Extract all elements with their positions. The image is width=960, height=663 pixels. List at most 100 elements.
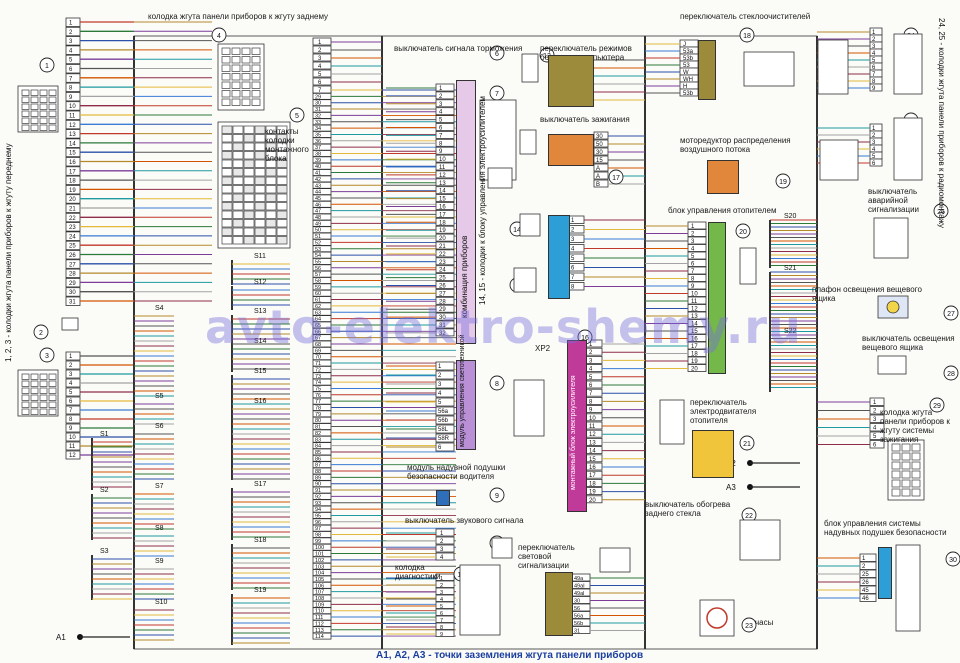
diag-pin-box — [435, 629, 455, 637]
glovebox-switch-face — [877, 355, 907, 375]
connector-2-face — [61, 317, 79, 331]
face-cell — [221, 98, 231, 106]
cluster-pin-number: 6 — [439, 126, 443, 132]
top-mid-pin-box — [312, 37, 332, 46]
mid-pin-number: 111 — [315, 615, 323, 621]
left-pin-number: 23 — [69, 225, 76, 231]
electric-kit-label: монтажный блок электроусилителя — [570, 375, 577, 490]
sig-pin-number: 30 — [574, 599, 580, 605]
mounting-cell — [221, 219, 233, 228]
radio-pin-number: 9 — [872, 86, 876, 92]
air-flow-motor-block — [707, 160, 739, 194]
mid-pin-number: 86 — [315, 456, 321, 462]
mounting-cell — [243, 236, 255, 245]
splice-label: S20 — [784, 213, 797, 220]
ctrl-pin-number: 3 — [571, 237, 575, 243]
diag-pin-number: 6 — [440, 611, 443, 617]
face-cell — [48, 117, 57, 124]
face-cell — [251, 73, 261, 81]
radio-pin-number-2: 1 — [872, 126, 876, 132]
cluster-pin-number: 22 — [439, 252, 446, 258]
mid-pin-number: 49 — [315, 221, 321, 227]
radio-pin-number: 4 — [872, 51, 876, 57]
diag-pin-box — [435, 573, 455, 581]
kit-pin-number: 15 — [589, 457, 596, 463]
mid-pin-number: 87 — [315, 463, 321, 469]
mid-pin-number: 56 — [315, 266, 321, 272]
cluster-pin-number: 3 — [439, 102, 443, 108]
left-pin-number: 1 — [69, 21, 73, 27]
ign-pin-number: A — [596, 174, 600, 180]
diag-pin-box — [435, 580, 455, 588]
horn-pin-number: 1 — [440, 531, 444, 537]
mid-pin-number: 72 — [315, 367, 321, 373]
mid-pin-number: 84 — [315, 444, 321, 450]
connector-number-circle — [33, 324, 49, 340]
air-flow-motor-label: моторедуктор распределения воздушного по… — [680, 136, 791, 154]
kit-pin-number: 4 — [589, 367, 593, 373]
face-cell — [21, 408, 30, 415]
mid-pin-number: 43 — [315, 183, 321, 189]
mid-pin-number: 62 — [315, 304, 321, 310]
face-cell — [30, 408, 39, 415]
light-pin-number: 4 — [438, 391, 442, 397]
mid-pin-number: 92 — [315, 494, 321, 500]
cluster-pin-number: 7 — [439, 133, 443, 139]
heater-motor-switch-block — [692, 430, 734, 478]
hazard-switch-label: выключатель аварийной сигнализации — [868, 187, 920, 214]
mounting-cell — [232, 151, 244, 160]
face-cell — [48, 110, 57, 117]
mounting-cell — [254, 236, 266, 245]
heater-conn-face — [739, 247, 757, 285]
heater-pin-number: 11 — [691, 299, 698, 305]
face-cell — [48, 394, 57, 401]
mounting-cell — [265, 125, 277, 134]
face-cell — [911, 461, 921, 470]
face-cell — [901, 488, 911, 497]
mid-pin-number: 60 — [315, 291, 321, 297]
mid-pin-number: 114 — [315, 634, 324, 640]
mid-pin-number: 107 — [315, 590, 324, 596]
top-mid-pin-box — [312, 45, 332, 54]
cluster-pin-number: 4 — [439, 110, 443, 116]
mounting-cell — [232, 185, 244, 194]
heater-pin-number: 12 — [691, 307, 698, 313]
face-cell — [251, 81, 261, 89]
radio-pin-number-2: 4 — [872, 147, 876, 153]
kit-pin-number: 12 — [589, 432, 596, 438]
heater-pin-number: 6 — [691, 262, 695, 268]
watermark-text: avto-elektro-shemy.ru — [205, 300, 802, 354]
kit-pin-number: 17 — [589, 473, 596, 479]
radio-pin-number-2: 3 — [872, 140, 876, 146]
cluster-pin-number: 31 — [439, 323, 446, 329]
heater-pin-number: 7 — [691, 269, 695, 275]
face-cell — [231, 90, 241, 98]
mid-pin-number: 54 — [315, 253, 321, 259]
splice-label: S3 — [100, 548, 109, 555]
face-cell — [48, 408, 57, 415]
face-cell — [30, 96, 39, 103]
controller-conn-2-face — [513, 267, 537, 293]
heater-pin-number: 16 — [691, 337, 698, 343]
airbag-control-label: блок управления системы надувных подушек… — [824, 519, 947, 537]
face-cell — [21, 124, 30, 131]
radio-conn-face — [819, 139, 859, 181]
mounting-cell — [232, 168, 244, 177]
left-pin-number: 7 — [69, 76, 73, 82]
xp2-face — [513, 379, 545, 437]
mid-pin-number: 90 — [315, 482, 321, 488]
mid-pin-number: 71 — [315, 361, 321, 367]
left-pin-number: 30 — [69, 290, 76, 296]
light-pin-number: 58R — [438, 436, 450, 442]
ground-point-label: A1 — [56, 633, 66, 642]
cluster-pin-number: 30 — [439, 315, 446, 321]
ign-harness-pin-number: 1 — [873, 400, 877, 406]
face-cell — [30, 103, 39, 110]
kit-pin-number: 2 — [589, 350, 593, 356]
kit-pin-number: 14 — [589, 449, 596, 455]
mid-pin-number: 102 — [315, 558, 324, 564]
mid-pin-number: 36 — [315, 139, 321, 145]
kit-pin-number: 16 — [589, 465, 596, 471]
top-mid-pin-number: 2 — [318, 48, 322, 54]
